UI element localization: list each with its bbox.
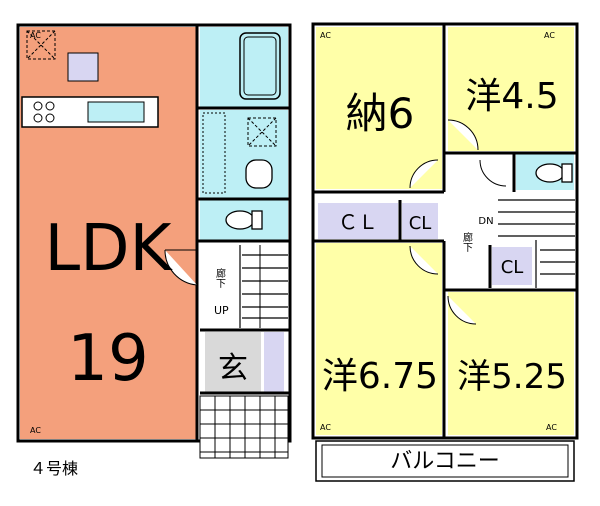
- entrance-room: [205, 332, 261, 392]
- closet-c: [492, 247, 532, 285]
- closet-a: [318, 203, 398, 239]
- window-x-icon: [26, 30, 56, 60]
- ground-hall-label: 廊下: [214, 267, 226, 289]
- room-ne-label: 洋4.5: [465, 76, 558, 117]
- dn-label: DN: [478, 216, 493, 227]
- building-caption: ４号棟: [30, 459, 78, 478]
- closet-c-label: CL: [501, 257, 524, 278]
- ac-mark: AC: [546, 423, 557, 432]
- kitchen-counter: [21, 96, 159, 128]
- ac-mark: AC: [320, 423, 331, 432]
- shoe-closet: [264, 332, 284, 392]
- up-label: UP: [214, 304, 229, 317]
- closet-b-label: CL: [409, 213, 432, 234]
- closet-b: [402, 203, 438, 239]
- ac-mark: AC: [320, 31, 331, 40]
- entrance-label: 玄: [218, 351, 248, 386]
- stove-icon: [33, 101, 55, 123]
- toilet-icon: [535, 163, 573, 183]
- balcony-label: バルコニー: [390, 449, 500, 474]
- upper-floor: 納6 洋4.5 洋6.75 洋5.25 ＣＬ CL CL 廊下 DN バルコニー…: [311, 22, 579, 482]
- ldk-room: [20, 27, 196, 439]
- room-sw: [316, 243, 442, 435]
- porch-tiles: [199, 395, 289, 459]
- window-x-icon: [247, 117, 277, 147]
- storage-label: 納6: [346, 89, 415, 138]
- room-sw-label: 洋6.75: [322, 356, 438, 397]
- ac-mark: AC: [544, 31, 555, 40]
- door-swing-icon: [164, 249, 198, 286]
- stair-icon: [498, 199, 575, 288]
- bathtub-icon: [239, 32, 281, 100]
- ldk-label: LDK: [45, 212, 174, 286]
- room-se: [448, 292, 574, 435]
- upper-hall-label: 廊下: [461, 231, 473, 253]
- washbasin-icon: [245, 159, 273, 189]
- closet-a-label: ＣＬ: [338, 210, 378, 234]
- room-se-label: 洋5.25: [457, 357, 567, 397]
- toilet-icon: [225, 210, 263, 230]
- stair-icon: [239, 245, 288, 328]
- storage-room: [316, 27, 442, 189]
- door-swing-icon: [409, 119, 507, 325]
- ground-floor: LDK 19 廊下 UP 玄 AC: [16, 23, 292, 459]
- sink-icon: [87, 101, 145, 123]
- ac-mark: AC: [30, 31, 41, 40]
- ldk-size: 19: [67, 322, 148, 396]
- ac-mark: AC: [30, 426, 41, 435]
